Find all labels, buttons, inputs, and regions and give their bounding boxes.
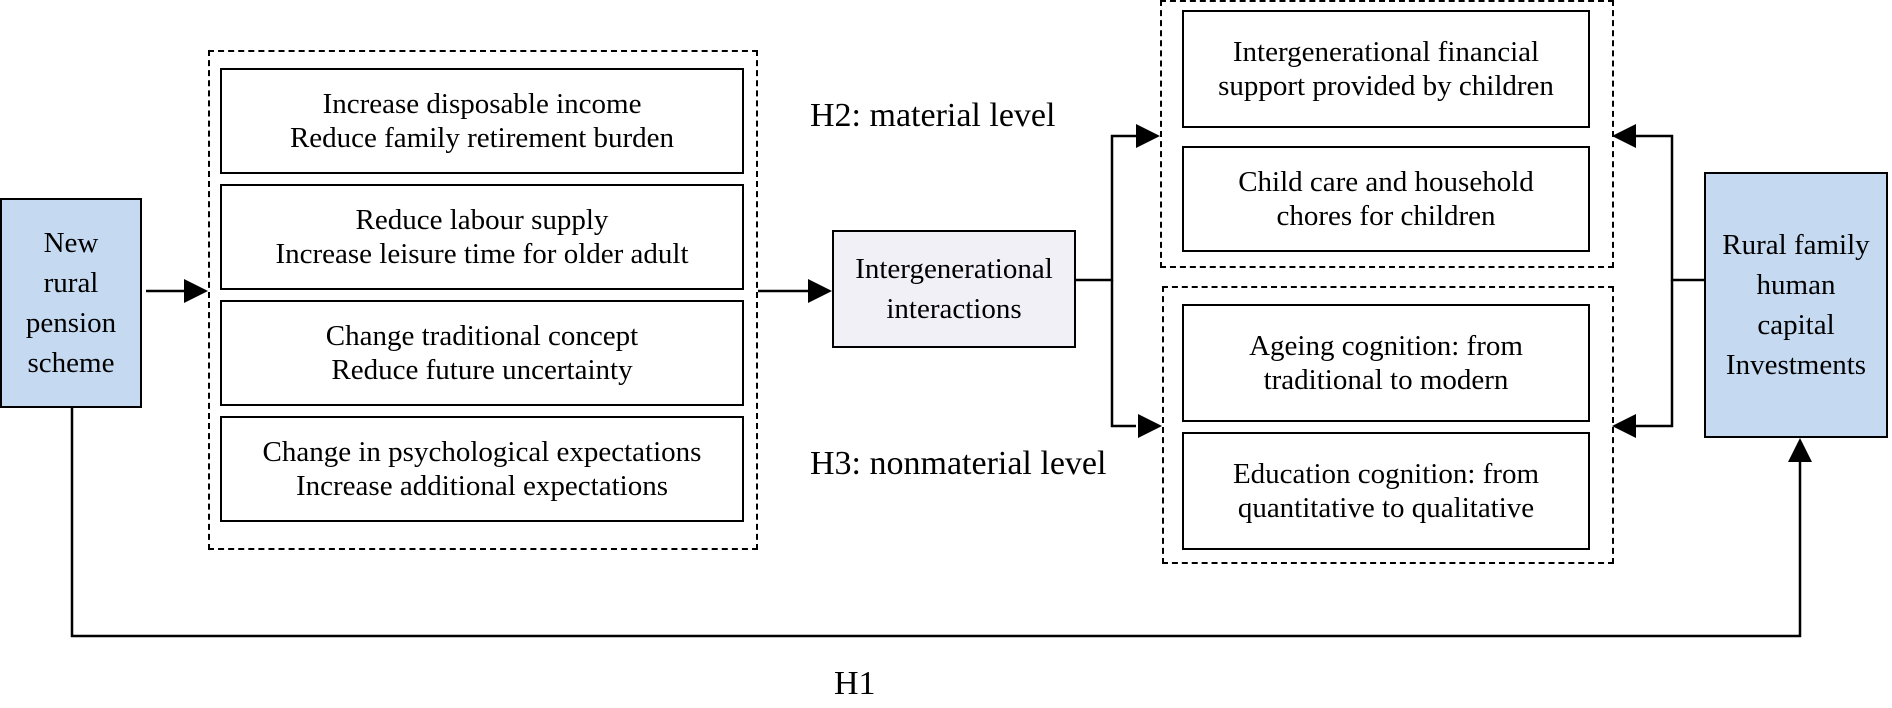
hypothesis-h2-label: H2: material level (810, 97, 1056, 134)
outcome-line: human (1756, 269, 1836, 301)
mechanism-line: Increase disposable income (322, 88, 642, 120)
nonmaterial-line: Education cognition: from (1232, 458, 1540, 490)
mechanism-box-labour: Reduce labour supply Increase leisure ti… (220, 184, 744, 290)
nonmaterial-box-education-cognition: Education cognition: from quantitative t… (1182, 432, 1590, 550)
mechanism-line: Reduce future uncertainty (331, 354, 633, 386)
nonmaterial-line: traditional to modern (1263, 364, 1509, 396)
outcome-line: Investments (1725, 349, 1867, 381)
nonmaterial-level-group (1162, 286, 1614, 564)
mediator-node-intergenerational-interactions: Intergenerational interactions (832, 230, 1076, 348)
fork-mediator-nonmaterial (1110, 280, 1136, 428)
nonmaterial-line: quantitative to qualitative (1237, 492, 1535, 524)
material-line: Intergenerational financial (1232, 36, 1540, 68)
arrowhead-h1 (1788, 438, 1812, 462)
material-box-child-care: Child care and household chores for chil… (1182, 146, 1590, 252)
arrowhead-material-from-outcome (1612, 124, 1636, 148)
fork-outcome-split (1636, 134, 1704, 282)
arrowhead-material (1136, 124, 1160, 148)
nonmaterial-line: Ageing cognition: from (1249, 330, 1523, 362)
source-line: rural (43, 267, 99, 299)
arrowhead-mediator (808, 279, 832, 303)
mechanism-line: Increase additional expectations (295, 470, 668, 502)
outcome-node-rural-family-human-capital-investments: Rural family human capital Investments (1704, 172, 1888, 438)
mechanism-line: Change traditional concept (325, 320, 639, 352)
mechanism-box-expectations: Change in psychological expectations Inc… (220, 416, 744, 522)
fork-mediator-split (1076, 134, 1136, 282)
mechanism-box-income: Increase disposable income Reduce family… (220, 68, 744, 174)
source-line: scheme (27, 347, 115, 379)
mechanism-box-concept: Change traditional concept Reduce future… (220, 300, 744, 406)
material-line: support provided by children (1218, 70, 1554, 102)
outcome-line: Rural family (1722, 229, 1870, 261)
material-box-financial-support: Intergenerational financial support prov… (1182, 10, 1590, 128)
hypothesis-h1-label: H1 (834, 665, 876, 702)
arrowhead-nonmaterial-from-outcome (1612, 414, 1636, 438)
arrowhead-mechanisms (184, 279, 208, 303)
source-line: pension (25, 307, 117, 339)
source-line: New (43, 227, 99, 259)
mediator-line: Intergenerational (855, 253, 1053, 285)
mechanism-line: Increase leisure time for older adult (275, 238, 689, 270)
material-level-group (1160, 0, 1614, 268)
outcome-line: capital (1757, 309, 1835, 341)
hypothesis-h3-label: H3: nonmaterial level (810, 445, 1107, 482)
mechanism-line: Reduce labour supply (355, 204, 609, 236)
material-line: chores for children (1276, 200, 1496, 232)
mechanism-line: Reduce family retirement burden (289, 122, 675, 154)
material-line: Child care and household (1238, 166, 1534, 198)
fork-outcome-nonmaterial (1636, 280, 1674, 428)
mechanisms-group (208, 50, 758, 550)
source-node-new-rural-pension-scheme: New rural pension scheme (0, 198, 142, 408)
mechanism-line: Change in psychological expectations (262, 436, 702, 468)
nonmaterial-box-ageing-cognition: Ageing cognition: from traditional to mo… (1182, 304, 1590, 422)
mediator-line: interactions (886, 293, 1022, 325)
path-h1-direct (70, 408, 1802, 638)
arrowhead-nonmaterial (1138, 414, 1162, 438)
